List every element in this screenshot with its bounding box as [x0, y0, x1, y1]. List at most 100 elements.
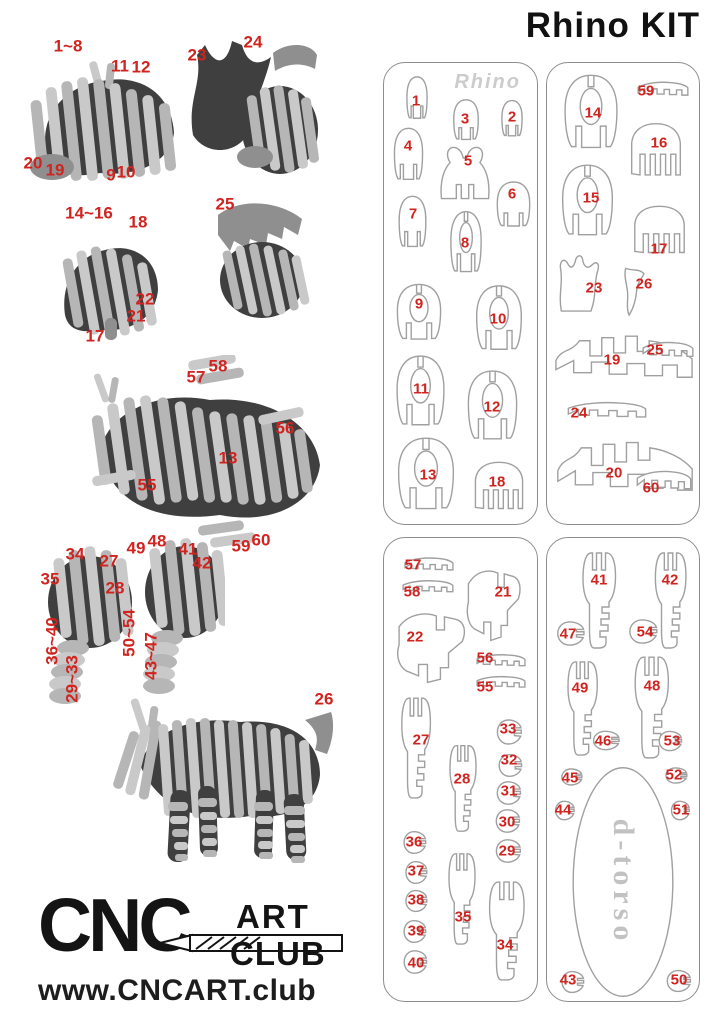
cut-piece-59: [636, 79, 690, 105]
cut-piece-8: [445, 209, 487, 277]
piece-number-4: 4: [403, 137, 413, 155]
assembly-label-36-40: 36~40: [42, 617, 62, 665]
assembly-label-56: 56: [275, 418, 295, 438]
piece-number-48: 48: [643, 677, 661, 695]
piece-number-14: 14: [584, 104, 602, 122]
cut-piece-12: [459, 368, 526, 445]
cut-piece-50: [664, 968, 694, 994]
assembly-label-1-8: 1~8: [53, 36, 83, 56]
piece-number-10: 10: [489, 310, 507, 328]
cut-piece-44: [553, 799, 577, 822]
cut-piece-11: [388, 353, 453, 431]
assembly-label-24: 24: [243, 32, 263, 52]
cut-piece-57: [403, 555, 455, 579]
assembly-label-49: 49: [126, 538, 146, 558]
cut-piece-3: [449, 98, 483, 143]
cut-piece-10: [468, 283, 530, 355]
piece-number-13: 13: [419, 466, 437, 484]
piece-number-53: 53: [663, 732, 681, 750]
piece-number-40: 40: [407, 954, 425, 972]
cut-piece-54: [626, 617, 661, 646]
cut-piece-40: [401, 948, 430, 976]
cut-piece-42: [646, 550, 693, 650]
piece-number-22: 22: [406, 628, 424, 646]
cut-piece-49: [559, 659, 604, 757]
piece-number-59: 59: [637, 82, 655, 100]
cut-piece-60: [635, 467, 693, 502]
cut-piece-14: [555, 72, 627, 154]
cnc-art-club-logo: CNC ART CLUB www.CNCART.club: [38, 882, 348, 1017]
assembly-head-horn-exploded-figure: [191, 41, 319, 174]
assembly-label-11: 11: [111, 56, 129, 76]
assembly-legs-exploded-figure: [48, 538, 225, 704]
cut-piece-43: [559, 969, 587, 995]
cut-piece-22: [391, 607, 472, 689]
piece-number-2: 2: [507, 108, 517, 126]
assembly-label-41: 41: [178, 539, 198, 559]
cut-piece-25: [641, 339, 695, 367]
piece-number-38: 38: [407, 891, 425, 909]
assembly-label-25: 25: [215, 194, 235, 214]
cut-piece-33: [494, 717, 525, 747]
logo-website-url: www.CNCART.club: [38, 974, 317, 1007]
drill-bit-icon: [159, 933, 343, 953]
piece-number-49: 49: [571, 679, 589, 697]
piece-number-58: 58: [403, 583, 421, 601]
piece-number-29: 29: [498, 842, 516, 860]
assembly-label-20: 20: [23, 153, 43, 173]
cut-piece-52: [663, 766, 690, 785]
piece-number-21: 21: [494, 583, 512, 601]
assembly-label-34: 34: [65, 544, 85, 564]
cut-piece-24: [565, 399, 649, 428]
cut-piece-29: [493, 837, 524, 865]
cut-piece-30: [493, 807, 523, 835]
piece-number-33: 33: [499, 720, 517, 738]
assembly-label-35: 35: [40, 569, 60, 589]
piece-number-57: 57: [404, 556, 422, 574]
cut-piece-21: [462, 564, 526, 647]
piece-number-34: 34: [496, 936, 514, 954]
logo-art-text: ART: [236, 898, 310, 935]
cut-piece-32: [496, 752, 525, 779]
assembly-label-60: 60: [251, 530, 271, 550]
cut-piece-17: [627, 203, 692, 258]
piece-number-12: 12: [483, 398, 501, 416]
assembly-label-26: 26: [314, 689, 334, 709]
cut-piece-36: [401, 829, 429, 856]
cut-piece-58: [401, 578, 455, 600]
assembly-label-48: 48: [147, 531, 167, 551]
cut-piece-4: [389, 126, 428, 184]
cut-piece-37: [403, 859, 430, 886]
piece-number-8: 8: [460, 234, 470, 252]
piece-number-39: 39: [407, 922, 425, 940]
cut-piece-16: [624, 120, 688, 181]
assembly-label-14-16: 14~16: [65, 203, 113, 223]
piece-number-50: 50: [670, 971, 688, 989]
assembly-label-29-33: 29~33: [62, 655, 82, 703]
piece-number-17: 17: [650, 240, 668, 258]
piece-number-3: 3: [460, 110, 470, 128]
cut-piece-38: [403, 888, 430, 914]
cut-piece-51: [669, 799, 692, 822]
piece-number-45: 45: [561, 769, 579, 787]
assembly-label-50-54: 50~54: [119, 609, 139, 657]
cut-piece-26: [615, 264, 653, 319]
piece-number-56: 56: [476, 649, 494, 667]
cut-piece-53: [656, 729, 685, 753]
assembly-label-42: 42: [192, 553, 212, 573]
piece-number-26: 26: [635, 275, 653, 293]
cut-piece-47: [554, 619, 588, 648]
panel-brand-rhino: Rhino: [454, 71, 521, 93]
cut-piece-18: [468, 459, 530, 514]
cut-piece-5: [434, 144, 496, 202]
assembly-label-10: 10: [116, 162, 136, 182]
assembly-label-28: 28: [105, 578, 125, 598]
cut-piece-48: [625, 654, 676, 760]
cut-piece-7: [394, 194, 431, 251]
cut-piece-28: [442, 743, 482, 833]
assembly-rear-comb-figure: [218, 203, 310, 318]
assembly-label-58: 58: [208, 356, 228, 376]
piece-number-60: 60: [642, 479, 660, 497]
piece-number-16: 16: [650, 134, 668, 152]
